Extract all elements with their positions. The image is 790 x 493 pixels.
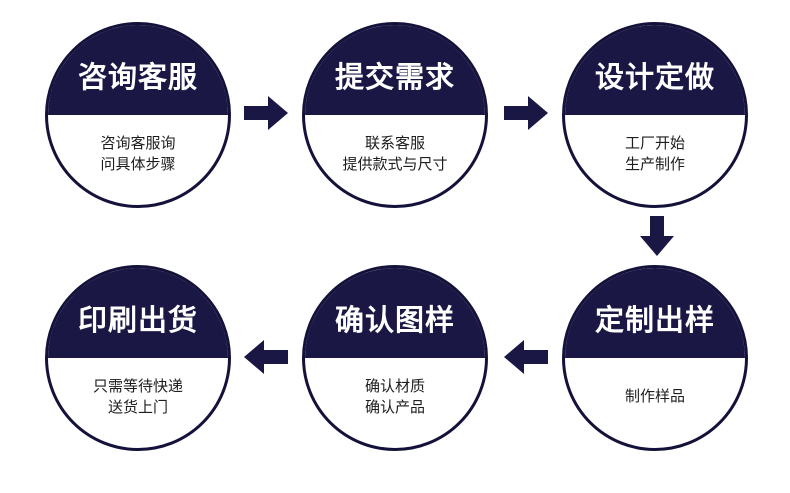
step-header: 印刷出货 xyxy=(48,268,228,358)
step-title: 印刷出货 xyxy=(77,303,198,337)
step-description-line: 送货上门 xyxy=(107,398,168,416)
step-description-line: 生产制作 xyxy=(624,155,685,173)
step-description-line: 确认产品 xyxy=(364,398,425,416)
step-description-line: 联系客服 xyxy=(364,134,425,152)
arrow-right-icon xyxy=(504,96,548,130)
step-title: 确认图样 xyxy=(334,303,455,337)
step-design: 设计定做 工厂开始 生产制作 xyxy=(562,22,748,208)
step-description: 工厂开始 生产制作 xyxy=(565,133,745,175)
step-description-line: 制作样品 xyxy=(624,387,685,405)
arrow-down-icon xyxy=(640,216,674,256)
step-header: 确认图样 xyxy=(305,268,485,358)
step-title: 提交需求 xyxy=(334,60,455,94)
step-title: 咨询客服 xyxy=(77,60,198,94)
step-description-line: 确认材质 xyxy=(364,377,425,395)
step-header: 咨询客服 xyxy=(48,25,228,115)
step-print-ship: 印刷出货 只需等待快递 送货上门 xyxy=(45,265,231,451)
step-description: 制作样品 xyxy=(565,386,745,407)
step-title: 设计定做 xyxy=(594,60,715,94)
step-header: 定制出样 xyxy=(565,268,745,358)
step-description-line: 只需等待快递 xyxy=(92,377,183,395)
step-description-line: 咨询客服询 xyxy=(100,134,176,152)
step-description-line: 问具体步骤 xyxy=(100,155,176,173)
step-header: 提交需求 xyxy=(305,25,485,115)
step-description: 确认材质 确认产品 xyxy=(305,376,485,418)
step-description: 联系客服 提供款式与尺寸 xyxy=(305,133,485,175)
step-confirm-design: 确认图样 确认材质 确认产品 xyxy=(302,265,488,451)
step-consult: 咨询客服 咨询客服询 问具体步骤 xyxy=(45,22,231,208)
step-description: 咨询客服询 问具体步骤 xyxy=(48,133,228,175)
arrow-left-icon xyxy=(244,340,288,374)
step-description: 只需等待快递 送货上门 xyxy=(48,376,228,418)
step-header: 设计定做 xyxy=(565,25,745,115)
arrow-right-icon xyxy=(244,96,288,130)
step-title: 定制出样 xyxy=(594,303,715,337)
step-submit-request: 提交需求 联系客服 提供款式与尺寸 xyxy=(302,22,488,208)
arrow-left-icon xyxy=(504,340,548,374)
step-description-line: 工厂开始 xyxy=(624,134,685,152)
step-description-line: 提供款式与尺寸 xyxy=(342,155,448,173)
step-sample: 定制出样 制作样品 xyxy=(562,265,748,451)
